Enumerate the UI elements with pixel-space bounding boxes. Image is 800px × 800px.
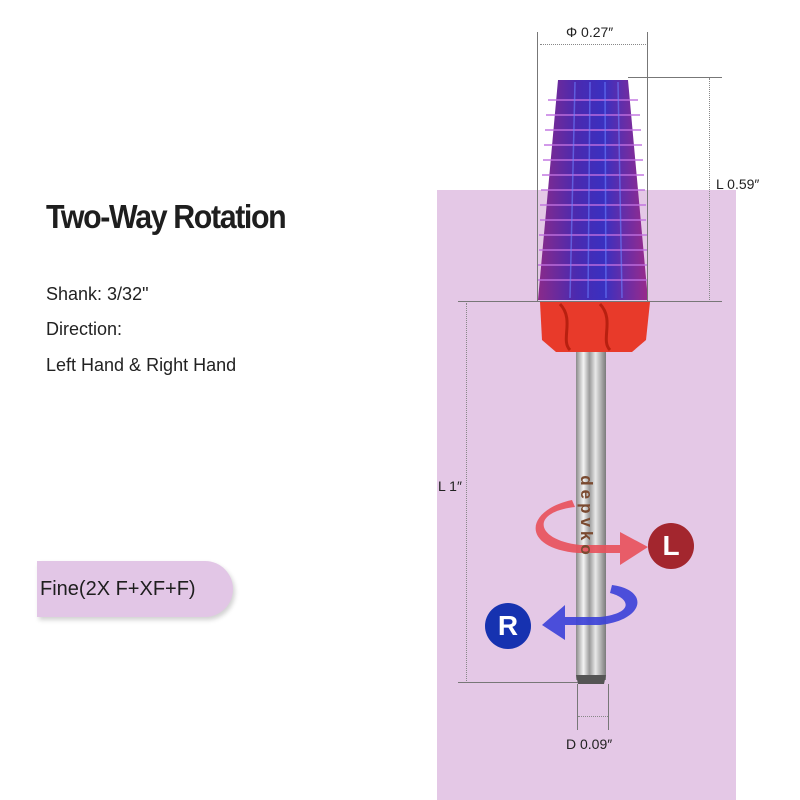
shank-brand-mark: depvko bbox=[577, 475, 596, 559]
dim-line bbox=[608, 684, 609, 730]
bit-shank bbox=[576, 352, 606, 684]
dim-line bbox=[537, 32, 538, 302]
spec-direction-label: Direction: bbox=[46, 319, 123, 339]
shank-length-label: L 1″ bbox=[438, 478, 462, 494]
grade-tag-label: Fine(2X F+XF+F) bbox=[40, 577, 196, 600]
dim-line bbox=[628, 77, 722, 78]
page-title: Two-Way Rotation bbox=[46, 198, 287, 235]
dim-line bbox=[709, 78, 710, 302]
dim-line bbox=[540, 44, 646, 45]
shank-diameter-label: D 0.09″ bbox=[566, 736, 613, 752]
bit-head bbox=[538, 80, 648, 300]
bit-collar bbox=[540, 302, 650, 352]
right-rotation-badge: R bbox=[485, 603, 531, 649]
spec-direction-value: Left Hand & Right Hand bbox=[46, 355, 237, 375]
rotation-right-arrow bbox=[542, 585, 638, 640]
head-length-label: L 0.59″ bbox=[716, 176, 760, 192]
left-rotation-badge: L bbox=[648, 523, 694, 569]
dim-line bbox=[466, 303, 467, 683]
dim-line bbox=[647, 32, 648, 302]
dim-line bbox=[458, 301, 722, 302]
dim-line bbox=[577, 684, 578, 730]
grade-tag: Fine(2X F+XF+F) bbox=[37, 561, 233, 617]
spec-shank: Shank: 3/32" bbox=[46, 284, 149, 304]
head-diameter-label: Φ 0.27″ bbox=[566, 24, 614, 40]
dim-line bbox=[578, 716, 608, 717]
dim-line bbox=[458, 682, 578, 683]
rotation-left-arrow bbox=[535, 500, 648, 565]
